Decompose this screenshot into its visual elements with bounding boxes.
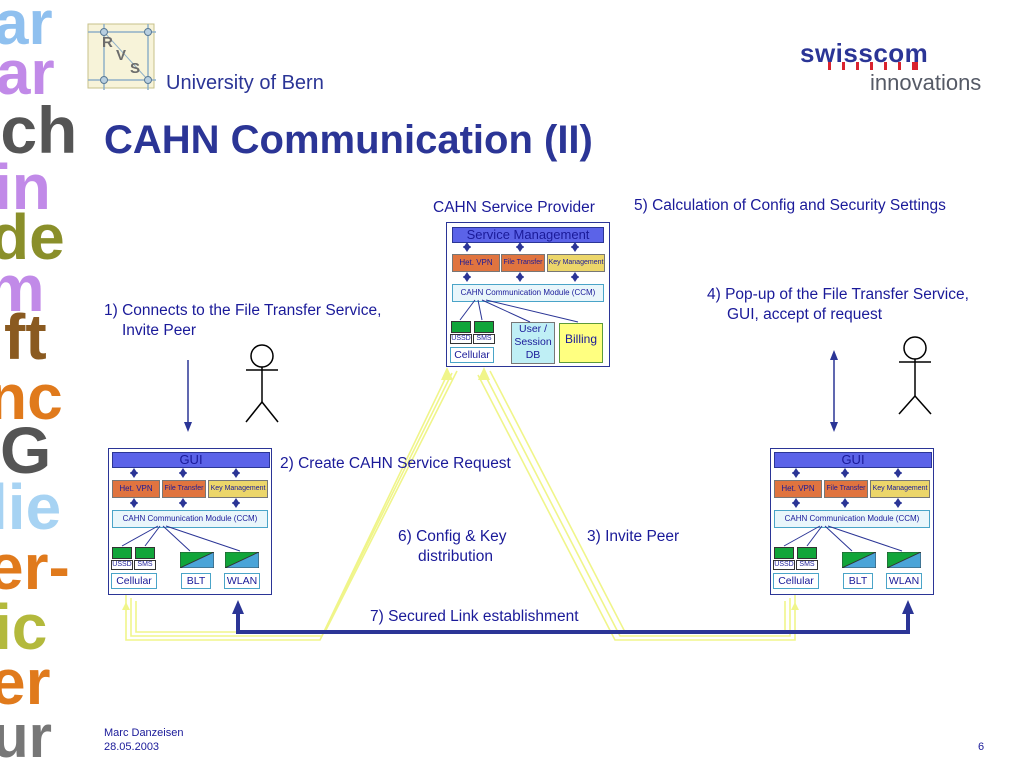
signal-line xyxy=(483,372,791,637)
university-name: University of Bern xyxy=(166,72,324,94)
caption-step1-line1: 1) Connects to the File Transfer Service… xyxy=(104,302,382,319)
footer-date: 28.05.2003 xyxy=(104,741,160,753)
key-management-module: Key Management xyxy=(208,480,268,498)
sms-channel-block xyxy=(474,321,494,333)
logo-letter-s: S xyxy=(130,60,141,77)
wlan-label: WLAN xyxy=(224,573,260,589)
user-arrowhead xyxy=(830,422,838,432)
file-transfer-module: File Transfer xyxy=(824,480,868,498)
decor-letter: nc xyxy=(0,361,63,433)
secured-link-arrowhead xyxy=(232,600,244,614)
blt-channel-block xyxy=(180,552,214,568)
secured-link-line xyxy=(236,612,910,634)
caption-step4-line2: GUI, accept of request xyxy=(727,306,883,323)
decor-letter: ar xyxy=(0,39,55,108)
decor-letter: ft xyxy=(4,301,47,373)
swisscom-wordmark: swisscom xyxy=(800,38,929,68)
caption-step4-line1: 4) Pop-up of the File Transfer Service, xyxy=(707,286,969,303)
gui-bar: GUI xyxy=(774,452,932,468)
signal-arrowhead xyxy=(441,367,453,380)
user-arrowhead xyxy=(184,422,192,432)
wlan-channel-block xyxy=(225,552,259,568)
decor-letter: in xyxy=(0,151,51,223)
decorative-letter-strip: ar ar ich in de m ft nc G lie er- ic er … xyxy=(0,0,80,768)
signal-line xyxy=(135,370,458,633)
page-number: 6 xyxy=(978,741,985,753)
sms-channel-block xyxy=(797,547,817,559)
decor-letter: ar xyxy=(0,0,53,58)
ussd-channel-block xyxy=(774,547,794,559)
blt-label: BLT xyxy=(843,573,873,589)
ccm-module: CAHN Communication Module (CCM) xyxy=(112,510,268,528)
logo-letter-r: R xyxy=(102,34,113,51)
caption-step2: 2) Create CAHN Service Request xyxy=(280,455,511,472)
cellular-label: Cellular xyxy=(773,573,819,589)
stick-figure-right xyxy=(898,336,932,415)
ussd-label: USSD xyxy=(111,560,133,570)
sms-label: SMS xyxy=(796,560,818,570)
decor-letter: m xyxy=(0,251,45,325)
stick-figure-left xyxy=(245,344,279,423)
decor-letter: ic xyxy=(0,591,48,663)
decor-letter: ur xyxy=(0,703,52,768)
caption-step7: 7) Secured Link establishment xyxy=(370,608,579,625)
user-arrowhead xyxy=(830,350,838,360)
ussd-channel-block xyxy=(451,321,471,333)
decor-letter: de xyxy=(0,201,65,273)
signal-line xyxy=(477,374,796,641)
cellular-label: Cellular xyxy=(450,347,494,363)
cellular-label: Cellular xyxy=(111,573,157,589)
caption-step6-line1: 6) Config & Key xyxy=(398,528,507,545)
decor-letter: G xyxy=(0,413,52,487)
user-session-db: User / Session DB xyxy=(511,322,555,364)
het-vpn-module: Het. VPN xyxy=(774,480,822,498)
signal-arrowhead xyxy=(478,367,490,380)
footer-author: Marc Danzeisen xyxy=(104,727,184,739)
billing-module: Billing xyxy=(559,323,603,363)
file-transfer-module: File Transfer xyxy=(162,480,206,498)
secured-link-arrowhead xyxy=(902,600,914,614)
ussd-label: USSD xyxy=(450,334,472,344)
key-management-module: Key Management xyxy=(870,480,930,498)
het-vpn-module: Het. VPN xyxy=(452,254,500,272)
decor-letter: ich xyxy=(0,93,78,167)
wlan-channel-block xyxy=(887,552,921,568)
gui-bar: GUI xyxy=(112,452,270,468)
innovations-wordmark: innovations xyxy=(870,70,982,95)
blt-label: BLT xyxy=(181,573,211,589)
signal-line xyxy=(125,374,448,641)
ccm-module: CAHN Communication Module (CCM) xyxy=(452,284,604,302)
sms-label: SMS xyxy=(134,560,156,570)
decor-letter: lie xyxy=(0,471,62,543)
caption-step1-line2: Invite Peer xyxy=(122,322,197,339)
decor-letter: er- xyxy=(0,531,70,603)
caption-step6-line2: distribution xyxy=(418,548,493,565)
service-provider-node: Service Management Het. VPN File Transfe… xyxy=(446,222,610,367)
signal-line xyxy=(130,372,453,637)
file-transfer-module: File Transfer xyxy=(501,254,545,272)
ussd-channel-block xyxy=(112,547,132,559)
blt-channel-block xyxy=(842,552,876,568)
rvs-logo: R V S xyxy=(86,22,158,92)
caption-service-provider: CAHN Service Provider xyxy=(433,199,595,216)
logo-letter-v: V xyxy=(116,47,127,64)
ussd-label: USSD xyxy=(773,560,795,570)
sms-label: SMS xyxy=(473,334,495,344)
swisscom-red-marks xyxy=(828,62,918,70)
key-management-module: Key Management xyxy=(547,254,605,272)
caption-step3: 3) Invite Peer xyxy=(587,528,680,545)
signal-arrowhead xyxy=(791,602,799,610)
decor-letter: er xyxy=(0,646,51,718)
service-management-bar: Service Management xyxy=(452,227,604,243)
page-title: CAHN Communication (II) xyxy=(104,118,593,162)
client-right-node: GUI Het. VPN File Transfer Key Managemen… xyxy=(770,448,934,595)
het-vpn-module: Het. VPN xyxy=(112,480,160,498)
wlan-label: WLAN xyxy=(886,573,922,589)
ccm-module: CAHN Communication Module (CCM) xyxy=(774,510,930,528)
signal-arrowhead xyxy=(122,602,130,610)
caption-step5: 5) Calculation of Config and Security Se… xyxy=(634,197,946,214)
sms-channel-block xyxy=(135,547,155,559)
